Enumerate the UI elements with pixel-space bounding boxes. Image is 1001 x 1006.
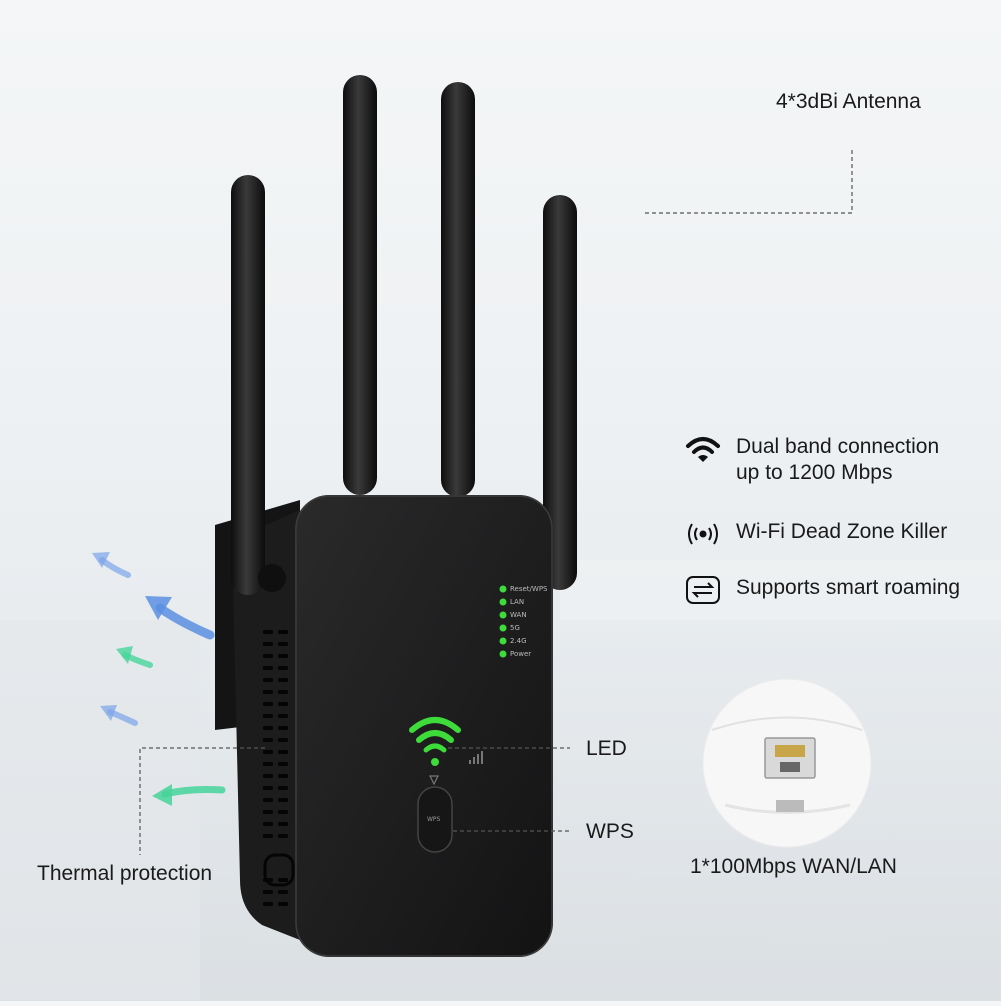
wifi-icon (684, 434, 722, 464)
wps-button-label: WPS (427, 816, 441, 823)
signal-broadcast-icon (684, 519, 722, 549)
antenna-4 (543, 195, 577, 590)
wifi-indicator-icon (409, 717, 461, 753)
antenna-callout: 4*3dBi Antenna (776, 90, 921, 113)
feature-dead-zone: Wi-Fi Dead Zone Killer (684, 519, 947, 549)
thermal-callout: Thermal protection (37, 862, 213, 885)
vent-grille (263, 630, 288, 906)
feature-dual-band-line2: up to 1200 Mbps (736, 461, 893, 484)
led-label-reset: Reset/WPS (510, 585, 548, 593)
signal-bars-icon (469, 751, 483, 764)
feature-dual-band-line1: Dual band connection (736, 435, 940, 458)
router-side-panel (232, 510, 300, 940)
airflow-arrows (92, 552, 226, 806)
callout-leaders (139, 150, 853, 855)
led-label-wan: WAN (510, 611, 527, 619)
antenna-3 (441, 82, 475, 497)
port-closeup (702, 678, 872, 848)
side-port (263, 853, 295, 887)
antenna-2 (343, 75, 377, 495)
port-callout: 1*100Mbps WAN/LAN (690, 855, 897, 878)
led-label-power: Power (510, 650, 532, 658)
wps-button (417, 786, 453, 853)
feature-dead-zone-line1: Wi-Fi Dead Zone Killer (736, 520, 948, 543)
led-label-5g: 5G (510, 624, 520, 632)
led-label-24g: 2.4G (510, 637, 527, 645)
router-front-panel (295, 495, 553, 957)
feature-roaming: Supports smart roaming (684, 575, 960, 605)
feature-roaming-line1: Supports smart roaming (736, 576, 961, 599)
feature-dual-band: Dual band connection up to 1200 Mbps (684, 434, 939, 486)
led-label-lan: LAN (510, 598, 525, 606)
antenna-1 (231, 175, 265, 595)
roaming-arrows-icon (684, 575, 722, 605)
led-callout: LED (586, 737, 627, 760)
status-leds (499, 585, 507, 658)
wps-callout: WPS (586, 820, 634, 843)
